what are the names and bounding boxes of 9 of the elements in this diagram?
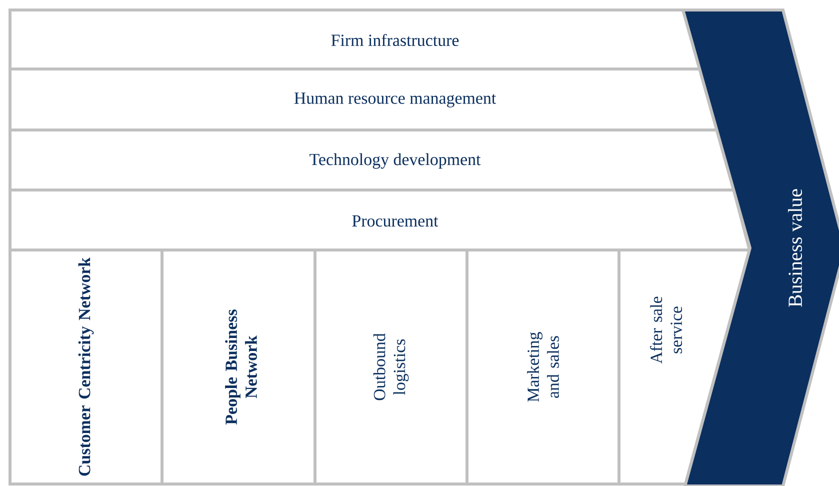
activity-band: Procurement: [8, 188, 752, 252]
activity-column: Customer Centricity Network: [8, 248, 164, 486]
activity-band: Firm infrastructure: [8, 8, 702, 70]
activity-column: After sale service: [618, 248, 752, 486]
activity-column: Outbound logistics: [314, 248, 468, 486]
activity-column: People Business Network: [160, 248, 316, 486]
activity-band: Technology development: [8, 128, 736, 192]
activity-band: Human resource management: [8, 68, 719, 132]
activity-column: Marketing and sales: [466, 248, 620, 486]
